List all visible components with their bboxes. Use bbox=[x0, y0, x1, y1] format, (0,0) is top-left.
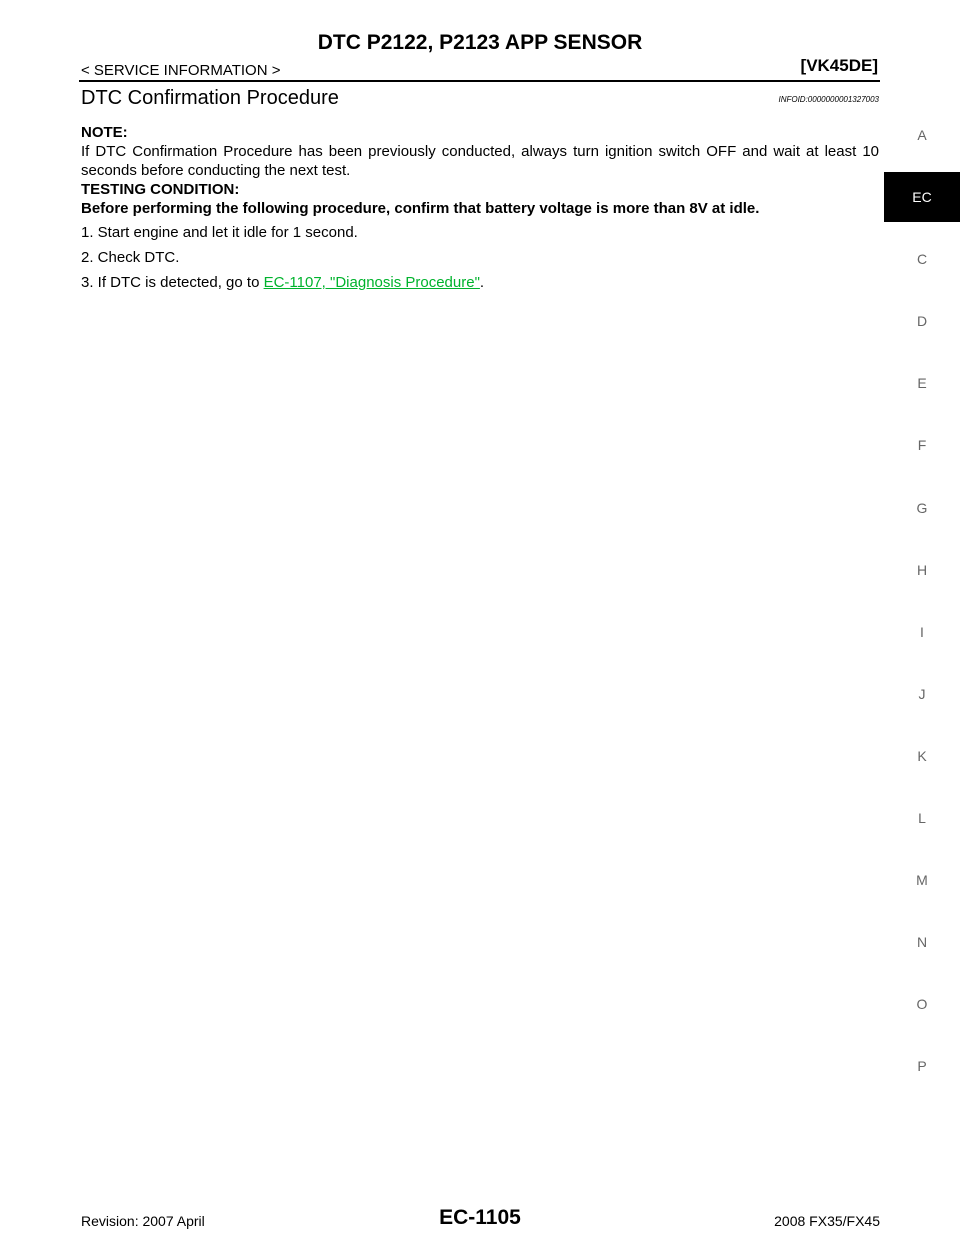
step-3-text: 3. If DTC is detected, go to bbox=[81, 274, 264, 291]
index-letter[interactable]: F bbox=[917, 437, 927, 454]
procedure-body: NOTE: If DTC Confirmation Procedure has … bbox=[81, 123, 879, 292]
info-id: INFOID:0000000001327003 bbox=[778, 95, 879, 104]
step-1: 1. Start engine and let it idle for 1 se… bbox=[81, 224, 358, 241]
index-letter[interactable]: A bbox=[917, 127, 927, 144]
note-text: If DTC Confirmation Procedure has been p… bbox=[81, 143, 879, 179]
header-divider bbox=[79, 80, 880, 82]
vehicle-model: 2008 FX35/FX45 bbox=[774, 1213, 880, 1229]
index-letter-active[interactable]: EC bbox=[884, 172, 960, 223]
index-letter[interactable]: K bbox=[917, 747, 927, 764]
index-letter[interactable]: D bbox=[916, 313, 928, 330]
step-3-period: . bbox=[479, 274, 485, 291]
index-letter[interactable]: O bbox=[916, 996, 928, 1013]
revision-date: Revision: 2007 April bbox=[81, 1213, 205, 1229]
section-tag: < SERVICE INFORMATION > bbox=[81, 62, 281, 79]
index-letter[interactable]: H bbox=[916, 561, 928, 578]
index-letter[interactable]: L bbox=[918, 809, 926, 826]
note-label: NOTE: bbox=[81, 124, 128, 141]
section-index: A EC C D E F G H I J K L M N O P bbox=[884, 104, 960, 1097]
page-title: DTC P2122, P2123 APP SENSOR bbox=[317, 31, 643, 54]
index-letter[interactable]: P bbox=[917, 1058, 927, 1075]
model-tag: [VK45DE] bbox=[800, 56, 878, 75]
index-letter[interactable]: M bbox=[916, 872, 928, 889]
testing-condition-label: TESTING CONDITION: bbox=[81, 181, 240, 198]
index-letter[interactable]: N bbox=[916, 934, 928, 951]
page-number: EC-1105 bbox=[439, 1206, 521, 1229]
procedure-title: DTC Confirmation Procedure bbox=[81, 87, 339, 109]
step-3: 3. If DTC is detected, go to EC-1107, "D… bbox=[81, 273, 879, 292]
index-letter[interactable]: G bbox=[916, 499, 928, 516]
testing-condition-text: Before performing the following procedur… bbox=[81, 200, 760, 217]
index-letter[interactable]: J bbox=[918, 685, 926, 702]
index-letter[interactable]: I bbox=[920, 623, 924, 640]
index-letter[interactable]: C bbox=[916, 251, 928, 268]
diagnosis-procedure-link[interactable]: EC-1107, "Diagnosis Procedure" bbox=[263, 274, 480, 291]
index-letter[interactable]: E bbox=[917, 375, 927, 392]
step-2: 2. Check DTC. bbox=[81, 249, 180, 266]
